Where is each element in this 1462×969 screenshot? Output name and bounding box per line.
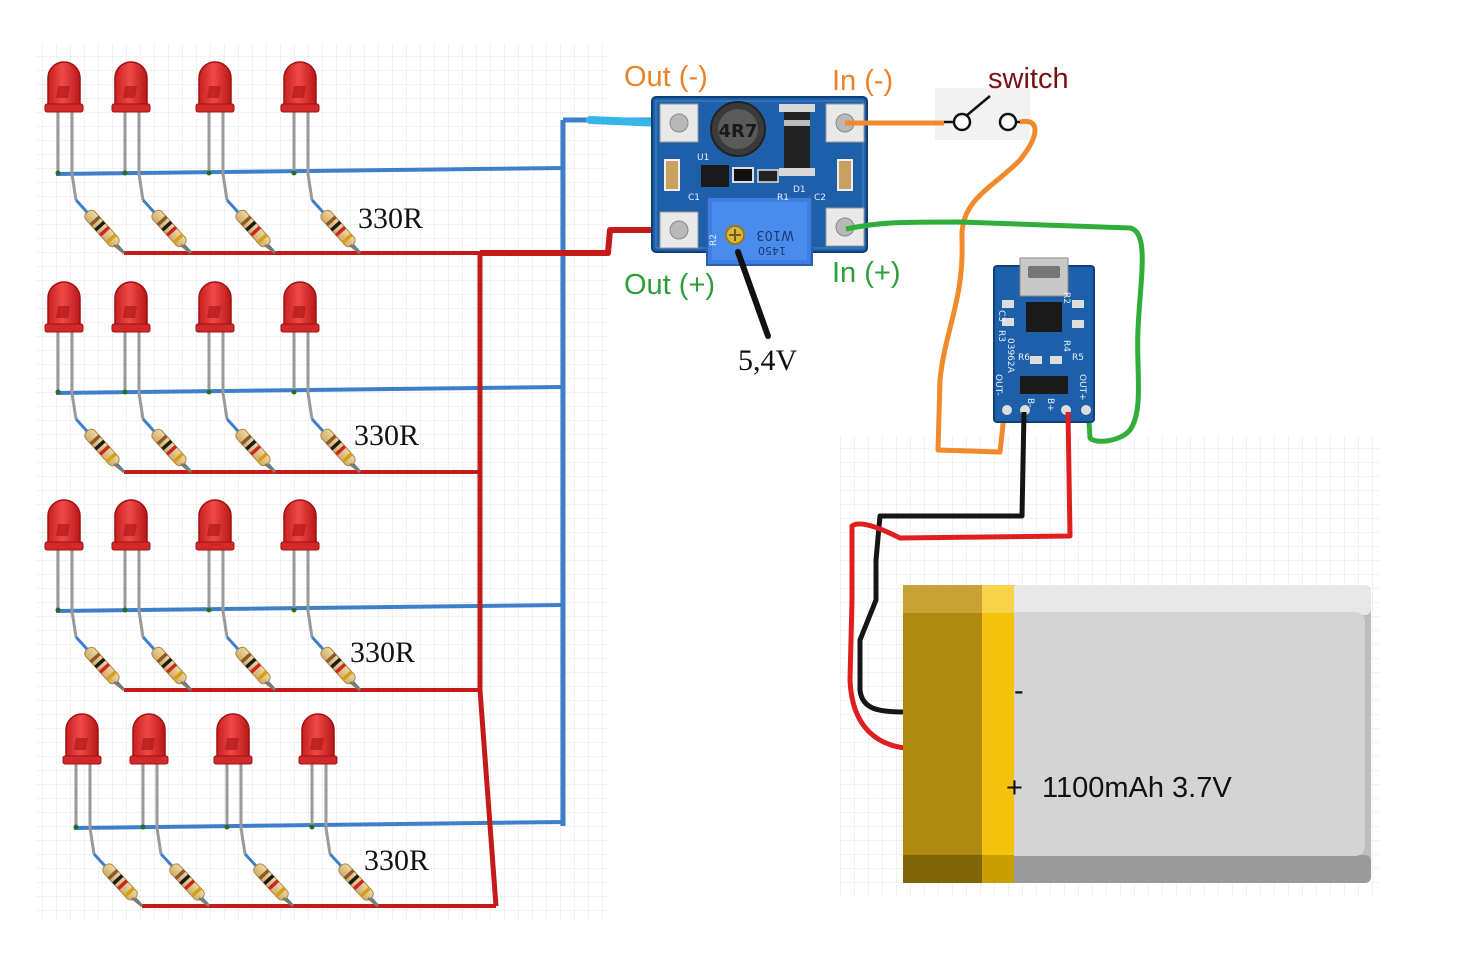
led-matrix bbox=[44, 61, 564, 908]
silk-chip-code: 03962A bbox=[1005, 338, 1015, 374]
silk-b-minus: B- bbox=[1025, 398, 1035, 407]
led-icon bbox=[195, 499, 235, 638]
resistor-icon bbox=[328, 852, 380, 908]
resistor-icon bbox=[225, 198, 277, 255]
led-icon bbox=[111, 499, 151, 638]
resistor-icon bbox=[92, 852, 144, 908]
resistor-icon bbox=[74, 635, 126, 692]
led-icon bbox=[195, 281, 235, 420]
green-wire-in-plus bbox=[845, 219, 1145, 444]
label-voltage: 5,4V bbox=[738, 344, 798, 377]
diode-icon bbox=[784, 108, 810, 172]
led-icon bbox=[44, 281, 84, 420]
red-wire-battery-plus bbox=[847, 411, 1073, 751]
pot-code: 1450 bbox=[758, 244, 786, 257]
pad-in-plus bbox=[825, 207, 865, 247]
led-icon bbox=[280, 281, 320, 420]
silk-r3: R3 bbox=[996, 330, 1006, 342]
resistor-icon bbox=[74, 417, 126, 474]
grid-background bbox=[36, 44, 608, 920]
label-switch: switch bbox=[988, 63, 1069, 95]
resistor-icon bbox=[141, 635, 193, 692]
resistor-value-label: 330R bbox=[354, 419, 419, 452]
silk-u1: U1 bbox=[697, 153, 709, 163]
led-icon bbox=[111, 281, 151, 420]
silk-r1: R1 bbox=[777, 193, 789, 203]
label-out-minus: Out (-) bbox=[624, 61, 708, 93]
led-row bbox=[44, 281, 564, 474]
resistor-icon bbox=[141, 198, 193, 255]
micro-usb-icon bbox=[1019, 257, 1069, 297]
black-wire-battery-minus bbox=[857, 411, 1027, 715]
silk-r2: R2 bbox=[709, 234, 719, 246]
battery-plus-label: + bbox=[1006, 772, 1023, 804]
led-row bbox=[44, 499, 564, 692]
resistor-icon bbox=[225, 417, 277, 474]
resistor-icon bbox=[243, 852, 295, 908]
resistor-icon bbox=[310, 417, 362, 474]
charger-module-icon: C3 R3 R6 R5 R2 R4 OUT- B- B+ OUT+ 03962A bbox=[993, 257, 1095, 423]
led-row bbox=[44, 61, 564, 255]
resistor-icon bbox=[74, 198, 126, 255]
silk-c3: C3 bbox=[996, 310, 1006, 322]
resistor-icon bbox=[225, 635, 277, 692]
silk-out-plus: OUT+ bbox=[1077, 374, 1087, 401]
led-icon bbox=[44, 499, 84, 638]
silk-r6: R6 bbox=[1018, 353, 1030, 363]
boost-converter-icon: 4R7 W103 1450 U1 C1 R1 D1 C2 R2 bbox=[651, 96, 868, 266]
resistor-icon bbox=[310, 198, 362, 255]
red-wire-to-out-plus bbox=[480, 227, 685, 256]
pad-out-plus bbox=[659, 211, 699, 249]
silk-r5: R5 bbox=[1072, 353, 1084, 363]
pad-out-minus bbox=[659, 103, 699, 143]
led-icon bbox=[280, 61, 320, 201]
resistor-value-label: 330R bbox=[358, 202, 423, 235]
silk-b-plus: B+ bbox=[1045, 398, 1055, 412]
silk-r4: R4 bbox=[1061, 340, 1071, 352]
led-icon bbox=[298, 713, 338, 855]
silk-c2: C2 bbox=[814, 193, 826, 203]
resistor-value-label: 330R bbox=[364, 844, 429, 877]
silk-out-minus: OUT- bbox=[993, 374, 1003, 396]
resistor-icon bbox=[141, 417, 193, 474]
silk-c1: C1 bbox=[688, 193, 700, 203]
red-rail bbox=[477, 253, 499, 907]
led-icon bbox=[195, 61, 235, 201]
led-icon bbox=[280, 499, 320, 638]
led-icon bbox=[129, 713, 169, 855]
chip-u1-icon bbox=[701, 165, 729, 187]
resistor-icon bbox=[159, 852, 211, 908]
resistor-value-label: 330R bbox=[350, 636, 415, 669]
pot-label: W103 bbox=[756, 227, 794, 242]
led-icon bbox=[44, 61, 84, 201]
led-icon bbox=[213, 713, 253, 855]
inductor-label: 4R7 bbox=[719, 121, 758, 142]
label-in-plus: In (+) bbox=[832, 257, 901, 289]
battery-spec: 1100mAh 3.7V bbox=[1042, 772, 1232, 804]
battery-minus-label: - bbox=[1014, 675, 1024, 707]
label-out-plus: Out (+) bbox=[624, 269, 715, 301]
led-icon bbox=[62, 713, 102, 855]
resistor-icon bbox=[310, 635, 362, 692]
switch-icon bbox=[935, 88, 1030, 140]
resistor-labels: 330R 330R 330R 330R bbox=[350, 202, 429, 877]
label-in-minus: In (-) bbox=[832, 65, 893, 97]
voltage-pointer bbox=[735, 249, 771, 339]
silk-d1: D1 bbox=[793, 185, 806, 195]
led-row bbox=[62, 713, 564, 908]
battery-icon bbox=[903, 585, 1371, 883]
silk-r2-charger: R2 bbox=[1061, 292, 1071, 304]
led-icon bbox=[111, 61, 151, 201]
